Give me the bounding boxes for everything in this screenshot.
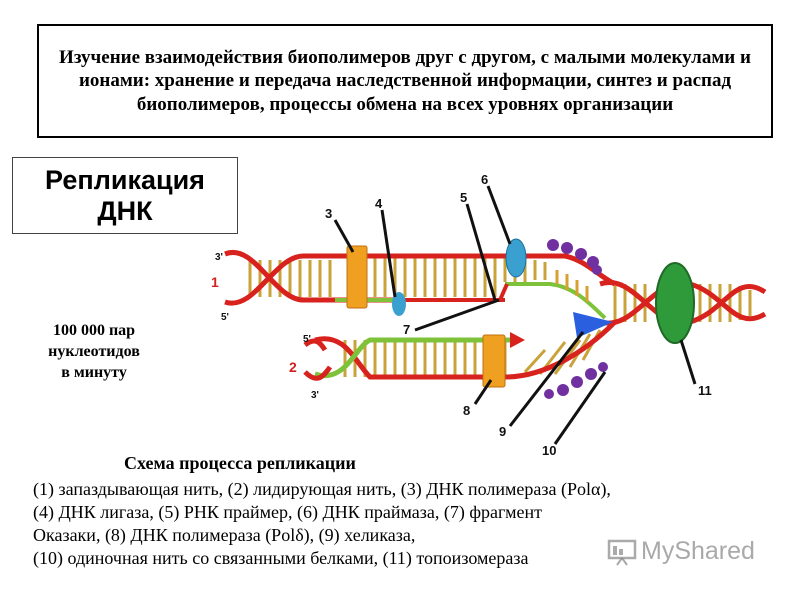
dna-ligase-icon [392, 292, 406, 316]
end-label-bottom-5: 5' [303, 334, 311, 345]
callout-6: 6 [481, 172, 488, 187]
helicase-icon [573, 312, 613, 338]
slide-title: Репликация ДНК [45, 164, 205, 226]
end-label-top-5: 5' [221, 312, 229, 323]
caption-legend: (1) запаздывающая нить, (2) лидирующая н… [33, 478, 773, 570]
dna-polymerase-alpha-icon [346, 245, 368, 309]
replication-diagram: 1 2 3' 5' 5' 3' 3 4 5 6 7 8 9 10 11 [211, 172, 767, 457]
topoisomerase-icon [655, 262, 695, 344]
legend-line: Оказаки, (8) ДНК полимераза (Polδ), (9) … [33, 525, 416, 545]
lagging-strand [224, 249, 617, 320]
callout-9: 9 [499, 424, 506, 439]
watermark-text: MyShared [641, 537, 755, 565]
legend-line: (1) запаздывающая нить, (2) лидирующая н… [33, 479, 611, 499]
callout-8: 8 [463, 403, 470, 418]
legend-line: (10) одиночная нить со связанными белкам… [33, 548, 529, 568]
replication-rate-text: 100 000 пар нуклеотидов в минуту [48, 322, 140, 381]
callout-5: 5 [460, 190, 467, 205]
header-box: Изучение взаимодействия биополимеров дру… [37, 24, 773, 138]
callout-4: 4 [375, 196, 383, 211]
strand-label-1: 1 [211, 274, 219, 290]
strand-label-2: 2 [289, 359, 297, 375]
callout-lines [333, 185, 697, 445]
callout-3: 3 [325, 206, 332, 221]
end-label-top-3: 3' [215, 252, 223, 263]
header-text: Изучение взаимодействия биополимеров дру… [59, 46, 751, 115]
presentation-board-icon [607, 539, 637, 566]
callout-7: 7 [403, 322, 410, 337]
end-label-bottom-3: 3' [311, 390, 319, 401]
dna-polymerase-delta-icon [482, 334, 506, 388]
title-box: Репликация ДНК [12, 157, 238, 234]
dna-primase-icon [505, 238, 527, 278]
caption-title: Схема процесса репликации [124, 453, 356, 473]
callout-10: 10 [542, 443, 556, 457]
ssb-proteins [544, 239, 608, 399]
legend-line: (4) ДНК лигаза, (5) РНК праймер, (6) ДНК… [33, 502, 543, 522]
watermark-logo: MyShared [607, 537, 755, 566]
callout-11: 11 [698, 383, 712, 398]
